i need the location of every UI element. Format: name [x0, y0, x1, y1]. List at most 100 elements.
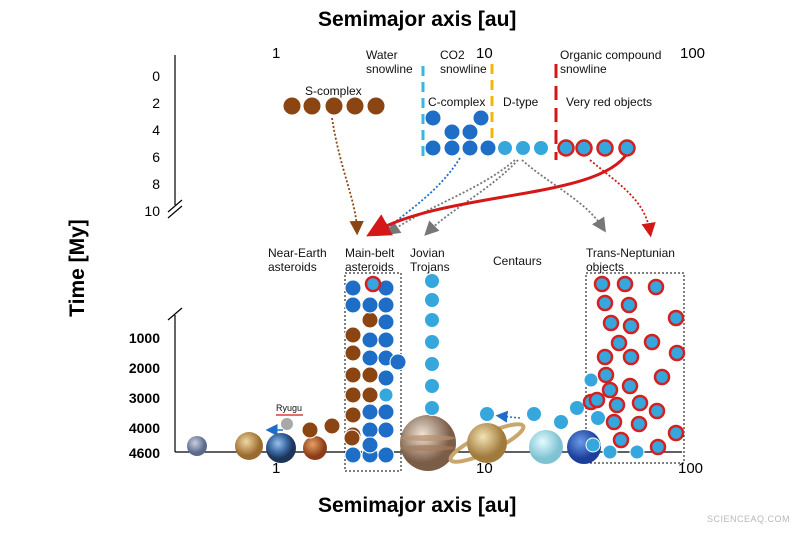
y-tick-4: 4 [152, 122, 160, 138]
y-tick-4600: 4600 [128, 445, 160, 461]
trojan-body [424, 292, 440, 308]
mainbelt-c-body [361, 403, 379, 421]
arrow-red-to-mainbelt [366, 151, 630, 237]
tno-d-body [583, 372, 599, 388]
s-type-body [282, 96, 302, 116]
y-tick-6: 6 [152, 149, 160, 165]
tno-red-body [608, 396, 626, 414]
top-tick-10: 10 [476, 45, 493, 62]
bottom-tick-10: 10 [476, 460, 493, 477]
mainbelt-c-body [377, 296, 395, 314]
jupiter-band [401, 445, 455, 451]
main-belt-box [344, 272, 402, 472]
tno-red-body [602, 314, 620, 332]
tno-box [585, 272, 685, 464]
mainbelt-d-body [378, 387, 394, 403]
y-tick-4000: 4000 [128, 420, 160, 436]
mainbelt-s-body [344, 326, 362, 344]
tno-red-body [668, 344, 686, 362]
watermark: SCIENCEAQ.COM [706, 514, 790, 524]
y-tick-0: 0 [152, 68, 160, 84]
jovian-trojans-label: Jovian Trojans [410, 246, 450, 274]
jupiter-band [401, 435, 455, 441]
venus-planet [235, 432, 263, 460]
mainbelt-c-body [389, 353, 407, 371]
trojan-body [424, 312, 440, 328]
tno-red-body [643, 333, 661, 351]
tno-red-body [610, 334, 628, 352]
co2-snowline-label: CO2 snowline [440, 48, 487, 76]
tno-red-body [612, 431, 630, 449]
y-axis-title: Time [My] [66, 219, 89, 317]
c-type-body [443, 123, 461, 141]
trojan-body [424, 356, 440, 372]
mainbelt-c-body [344, 446, 362, 464]
main-belt-label: Main-belt asteroids [345, 246, 395, 274]
upper-axis-break-1 [167, 199, 183, 213]
tno-red-body [616, 275, 634, 293]
mars-planet [303, 436, 327, 460]
saturn-planet [467, 423, 507, 463]
tno-red-body [630, 415, 648, 433]
arrow-d-to-trojans [424, 159, 519, 236]
s-type-body [302, 96, 322, 116]
s-type-body [324, 96, 344, 116]
c-type-body [461, 123, 479, 141]
tno-red-body [667, 424, 685, 442]
c-type-body [424, 139, 442, 157]
tno-red-body [620, 296, 638, 314]
tno-d-body [602, 444, 618, 460]
d-type-body [515, 140, 531, 156]
tno-red-body [631, 394, 649, 412]
tno-red-body [649, 438, 667, 456]
mainbelt-c-body [377, 403, 395, 421]
centaur-body [526, 406, 542, 422]
tno-red-body [588, 391, 606, 409]
mainbelt-red-body [364, 275, 382, 293]
tno-red-body [648, 402, 666, 420]
mainbelt-c-body [344, 296, 362, 314]
c-type-body [461, 139, 479, 157]
trojan-body [424, 378, 440, 394]
tno-red-body [596, 294, 614, 312]
y-tick-10: 10 [144, 203, 160, 219]
tno-red-body [597, 366, 615, 384]
mainbelt-c-body [361, 349, 379, 367]
tno-red-body [621, 377, 639, 395]
centaurs-label: Centaurs [493, 254, 542, 268]
trojan-body [424, 400, 440, 416]
arrow-c-to-mainbelt [377, 157, 461, 236]
d-type-label: D-type [503, 95, 539, 109]
arrow-s-to-mainbelt [331, 117, 364, 236]
c-type-body [472, 109, 490, 127]
s-type-body [345, 96, 365, 116]
tno-red-body [667, 309, 685, 327]
mainbelt-c-body [361, 331, 379, 349]
tno-red-body [622, 317, 640, 335]
bottom-axis-title: Semimajor axis [au] [318, 494, 517, 517]
jupiter-planet [400, 415, 456, 471]
s-type-body [366, 96, 386, 116]
tno-red-body [622, 348, 640, 366]
centaur-body [479, 406, 495, 422]
arrow-centaur-inward [495, 410, 521, 423]
water-snowline-label: Water snowline [366, 48, 413, 76]
c-type-body [443, 139, 461, 157]
mainbelt-s-body [344, 366, 362, 384]
near-earth-body [323, 417, 341, 435]
lower-axis-break-1 [167, 307, 183, 321]
mainbelt-c-body [377, 331, 395, 349]
c-type-body [424, 109, 442, 127]
tno-label: Trans-Neptunian objects [586, 246, 675, 274]
mainbelt-c-body [361, 421, 379, 439]
mainbelt-c-body [377, 446, 395, 464]
mainbelt-s-body [344, 386, 362, 404]
centaur-body [569, 400, 585, 416]
mercury-planet [187, 436, 207, 456]
mainbelt-c-body [377, 421, 395, 439]
ryugu-label: Ryugu [276, 403, 303, 413]
arrow-d-to-centaurs [521, 159, 606, 233]
top-axis-title: Semimajor axis [au] [318, 8, 517, 31]
c-type-body [479, 139, 497, 157]
